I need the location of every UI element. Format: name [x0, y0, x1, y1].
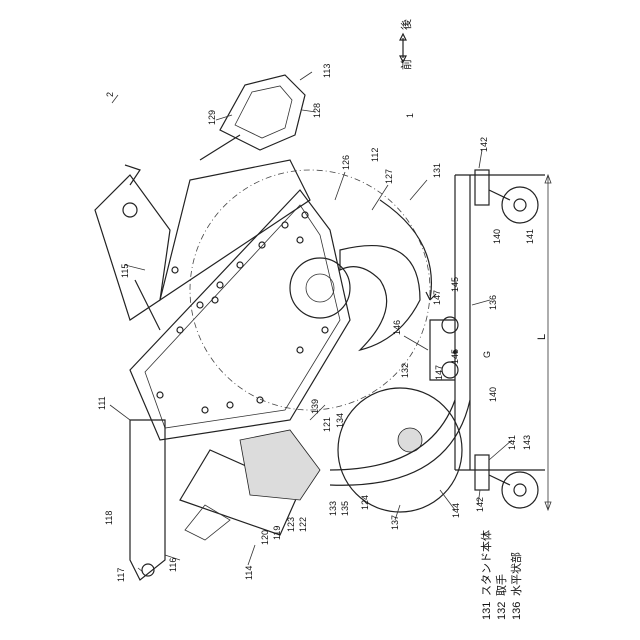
label-135: 135 — [340, 501, 350, 516]
label-140b: 140 — [488, 387, 498, 402]
label-139: 139 — [310, 399, 320, 414]
label-L: L — [536, 334, 548, 340]
drive-block — [240, 430, 320, 500]
label-140a: 140 — [492, 229, 502, 244]
label-112: 112 — [370, 148, 380, 162]
rotor-circle — [190, 170, 430, 410]
column-spring — [125, 165, 140, 185]
tine-blade — [340, 246, 420, 350]
label-1: 1 — [405, 113, 415, 118]
label-G: G — [482, 351, 492, 358]
legend-text-131: スタンド本体 — [479, 530, 493, 596]
label-126: 126 — [341, 155, 351, 170]
label-124: 124 — [360, 495, 370, 510]
label-137: 137 — [390, 515, 400, 530]
label-119: 119 — [272, 526, 282, 540]
column-bolt — [123, 203, 137, 217]
legend-text-132: 取手 — [494, 574, 508, 596]
rotor-hub — [290, 258, 350, 318]
legend-number-131: 131 — [481, 602, 493, 620]
label-147a: 147 — [432, 290, 442, 305]
label-114: 114 — [244, 566, 254, 580]
legend: 131 スタンド本体 132 取手 136 水平状部 — [479, 530, 523, 620]
label-141b: 141 — [507, 435, 517, 450]
label-122: 122 — [298, 517, 308, 532]
handle-stem — [200, 135, 240, 160]
label-115: 115 — [120, 264, 130, 278]
label-111: 111 — [97, 396, 107, 410]
label-136: 136 — [488, 295, 498, 310]
label-120: 120 — [260, 530, 270, 545]
upper-cover — [160, 160, 310, 300]
legend-text-136: 水平状部 — [509, 552, 523, 596]
label-131: 131 — [432, 163, 442, 178]
label-121: 121 — [322, 417, 332, 432]
leader-lines — [110, 72, 512, 572]
label-145a: 145 — [450, 277, 460, 292]
label-2: 2 — [105, 92, 115, 97]
label-127: 127 — [384, 169, 394, 184]
column-housing — [95, 175, 170, 320]
caster-top — [475, 170, 538, 223]
label-117: 117 — [116, 568, 126, 582]
label-113: 113 — [322, 64, 332, 78]
label-144: 144 — [451, 503, 461, 518]
direction-front-label: 前 — [399, 59, 413, 70]
label-146: 146 — [392, 320, 402, 335]
label-118: 118 — [104, 511, 114, 525]
rotation-arrow — [380, 200, 431, 300]
handle-grip — [220, 75, 305, 150]
label-128: 128 — [312, 103, 322, 118]
label-116: 116 — [168, 558, 178, 572]
legend-number-136: 136 — [511, 602, 523, 620]
handle-grip-inner — [235, 86, 292, 138]
label-129: 129 — [207, 110, 217, 125]
label-133: 133 — [328, 501, 338, 516]
column-shaft — [135, 280, 160, 330]
side-plate — [130, 420, 165, 580]
label-142a: 142 — [479, 137, 489, 152]
direction-rear-label: 後 — [399, 19, 413, 30]
label-123: 123 — [286, 517, 296, 532]
label-145b: 145 — [450, 349, 460, 364]
label-134: 134 — [335, 413, 345, 428]
label-132: 132 — [400, 363, 410, 378]
label-142b: 142 — [475, 497, 485, 512]
legend-number-132: 132 — [496, 602, 508, 620]
label-147b: 147 — [434, 365, 444, 380]
large-wheel — [338, 388, 462, 512]
stand-arm-lower — [330, 400, 455, 470]
label-141a: 141 — [525, 229, 535, 244]
label-143: 143 — [522, 435, 532, 450]
